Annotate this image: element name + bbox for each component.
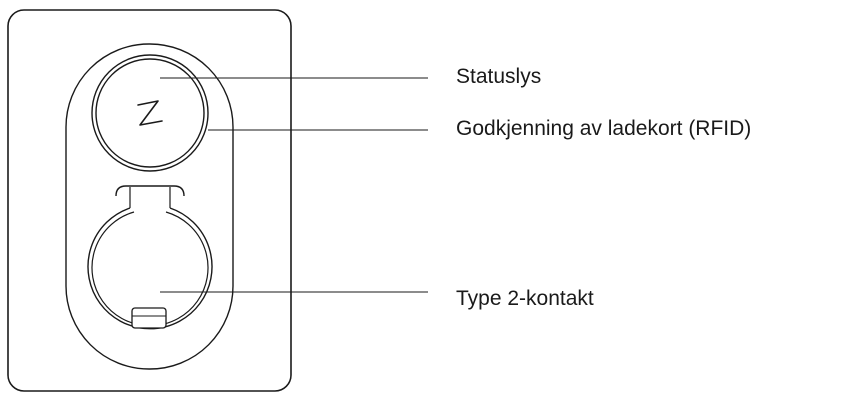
charger-housing [7, 9, 292, 392]
socket-latch-icon [131, 307, 167, 329]
charger-socket-icon [87, 185, 213, 330]
front-panel [65, 43, 234, 370]
zaptec-logo-icon [137, 100, 163, 126]
label-type2-connector: Type 2-kontakt [456, 287, 594, 310]
label-rfid: Godkjenning av ladekort (RFID) [456, 117, 752, 140]
rfid-reader [95, 58, 205, 168]
status-light-ring [91, 54, 209, 172]
label-status-light: Statuslys [456, 65, 542, 88]
